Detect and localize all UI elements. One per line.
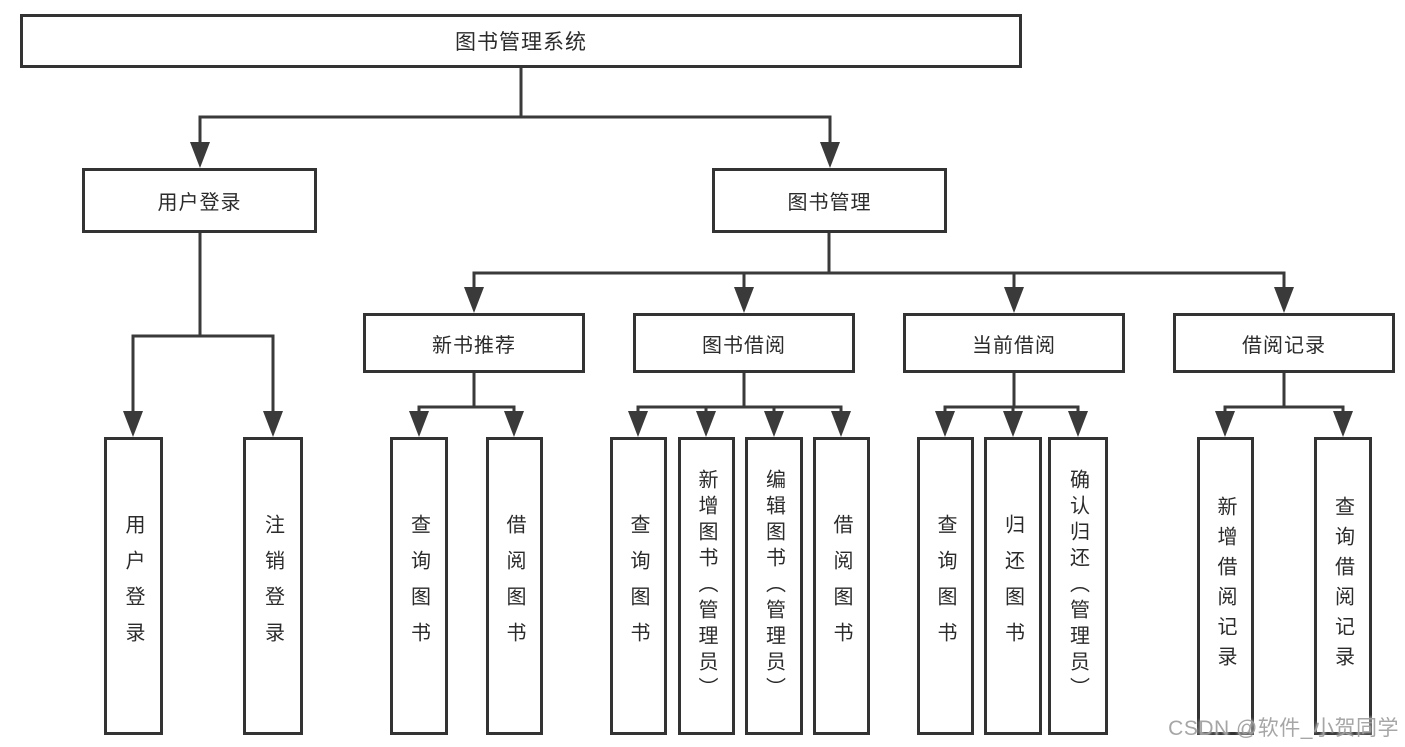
node-book-borrowing: 图书借阅 [633, 313, 855, 373]
leaf-user-login-label: 用户登录 [122, 514, 144, 658]
leaf-return-books-label: 归还图书 [1001, 514, 1024, 658]
leaf-edit-book-admin-label: 编辑图书（管理员） [762, 469, 785, 703]
leaf-logout: 注销登录 [243, 437, 303, 735]
node-new-book-recommend: 新书推荐 [363, 313, 585, 373]
leaf-query-books-recommend: 查询图书 [390, 437, 448, 735]
leaf-logout-label: 注销登录 [261, 514, 284, 658]
node-new-book-recommend-label: 新书推荐 [432, 334, 516, 357]
leaf-borrow-books-label: 借阅图书 [830, 514, 852, 658]
node-user-login-label: 用户登录 [157, 192, 242, 214]
node-borrowing-records-label: 借阅记录 [1242, 334, 1326, 357]
node-book-borrowing-label: 图书借阅 [702, 334, 786, 357]
leaf-add-book-admin: 新增图书（管理员） [678, 437, 735, 735]
leaf-add-book-admin-label: 新增图书（管理员） [695, 469, 717, 703]
leaf-edit-book-admin: 编辑图书（管理员） [745, 437, 803, 735]
leaf-query-books-recommend-label: 查询图书 [407, 514, 430, 658]
leaf-borrow-books-recommend-label: 借阅图书 [503, 514, 525, 658]
leaf-borrow-books: 借阅图书 [813, 437, 870, 735]
leaf-confirm-return-admin-label: 确认归还（管理员） [1066, 469, 1089, 703]
leaf-return-books: 归还图书 [984, 437, 1042, 735]
leaf-query-books-borrow: 查询图书 [610, 437, 667, 735]
node-current-borrowing-label: 当前借阅 [972, 334, 1056, 357]
csdn-watermark: CSDN @软件_小贺同学 [1168, 717, 1399, 740]
leaf-confirm-return-admin: 确认归还（管理员） [1048, 437, 1108, 735]
leaf-add-borrow-record-label: 新增借阅记录 [1214, 496, 1236, 676]
leaf-query-borrow-record: 查询借阅记录 [1314, 437, 1372, 735]
node-book-management-label: 图书管理 [787, 192, 872, 214]
leaf-query-books-borrow-label: 查询图书 [627, 514, 649, 658]
node-book-management: 图书管理 [712, 168, 947, 233]
leaf-query-books-current-label: 查询图书 [934, 514, 956, 658]
leaf-borrow-books-recommend: 借阅图书 [486, 437, 543, 735]
node-root-label: 图书管理系统 [455, 31, 587, 54]
leaf-query-borrow-record-label: 查询借阅记录 [1331, 496, 1354, 676]
node-borrowing-records: 借阅记录 [1173, 313, 1395, 373]
leaf-user-login: 用户登录 [104, 437, 163, 735]
leaf-query-books-current: 查询图书 [917, 437, 974, 735]
node-user-login: 用户登录 [82, 168, 317, 233]
leaf-add-borrow-record: 新增借阅记录 [1197, 437, 1254, 735]
node-current-borrowing: 当前借阅 [903, 313, 1125, 373]
node-root: 图书管理系统 [20, 14, 1022, 68]
